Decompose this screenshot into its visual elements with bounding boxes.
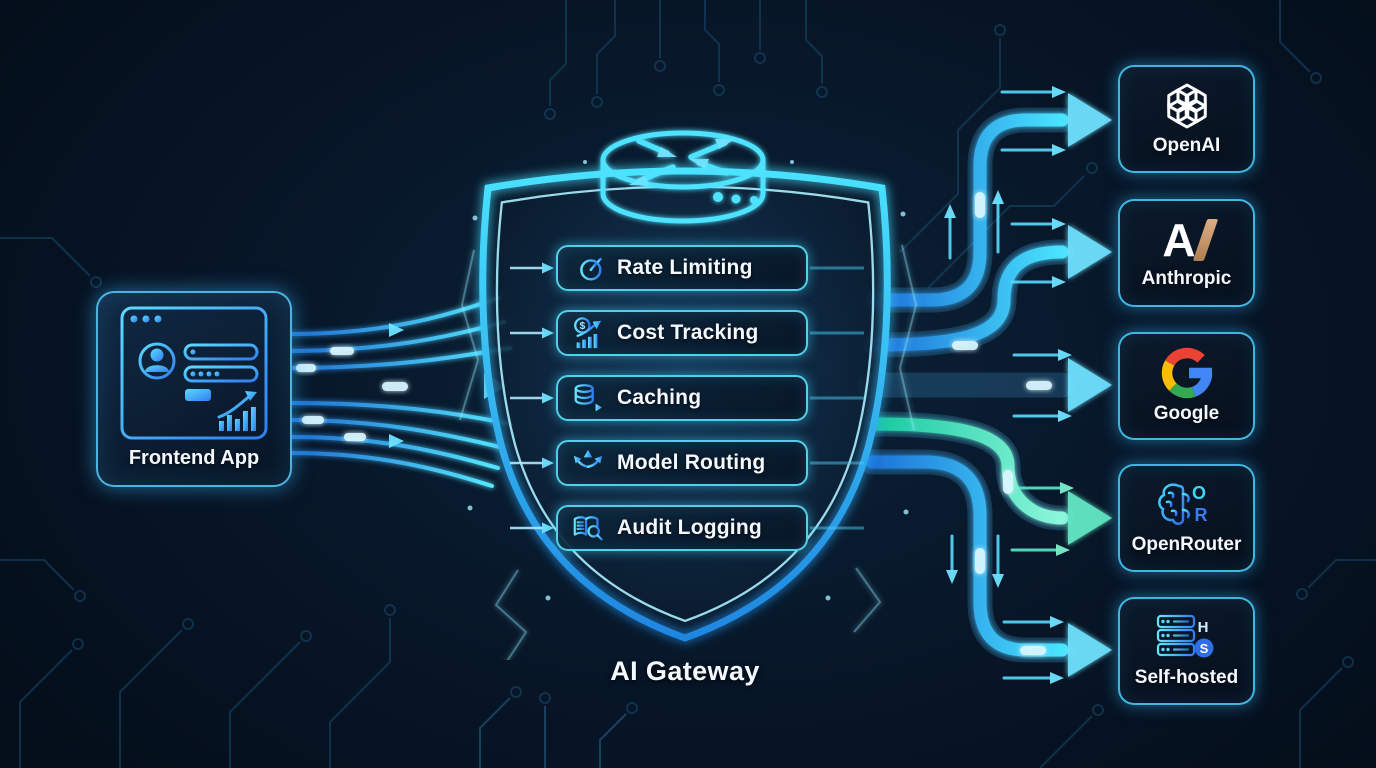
self-hosted-letter-h: H <box>1197 619 1208 636</box>
frontend-app-node: Frontend App <box>96 291 292 487</box>
feature-pill-rate-limiting: Rate Limiting <box>556 245 808 291</box>
browser-window-icon <box>120 306 268 440</box>
provider-label: Anthropic <box>1141 268 1232 289</box>
energy-wisps <box>459 244 918 660</box>
provider-node-anthropic: A Anthropic <box>1118 199 1255 307</box>
stopwatch-icon <box>571 255 602 281</box>
gateway-title: AI Gateway <box>610 656 760 686</box>
provider-node-self-hosted: H S Self-hosted <box>1118 597 1255 705</box>
feature-label: Rate Limiting <box>617 256 753 279</box>
router-icon <box>600 130 766 224</box>
self-hosted-badge <box>1194 638 1213 658</box>
feature-label: Model Routing <box>617 451 766 474</box>
feature-pill-caching: Caching <box>556 375 808 421</box>
brain-icon <box>1157 483 1190 525</box>
server-rack <box>1156 614 1195 657</box>
feature-pill-cost-tracking: $ Cost Tracking <box>556 310 808 356</box>
dollar-glyph: $ <box>579 321 585 332</box>
frontend-app-label: Frontend App <box>128 447 260 469</box>
provider-label: Self-hosted <box>1134 667 1239 688</box>
feature-label: Cost Tracking <box>617 321 759 344</box>
server-leds <box>1160 619 1170 652</box>
book-magnifier-icon <box>573 516 603 541</box>
openrouter-logo: O R <box>1157 483 1207 525</box>
google-logo <box>1161 347 1212 399</box>
dollar-chart-icon: $ <box>574 317 602 349</box>
anthropic-logo: A <box>1162 214 1218 266</box>
feature-pill-model-routing: Model Routing <box>556 440 808 486</box>
pill-side-connectors <box>510 262 864 534</box>
right-flow-pipes <box>857 86 1112 684</box>
self-hosted-letter-s: S <box>1199 641 1208 656</box>
database-arrow-icon <box>574 384 603 412</box>
openrouter-letter-o: O <box>1191 483 1205 503</box>
anthropic-slash <box>1192 219 1218 261</box>
provider-label: OpenRouter <box>1131 534 1242 555</box>
feature-label: Caching <box>617 386 702 409</box>
left-flow-arrows <box>290 296 512 488</box>
server-stack-icon: H S <box>1156 614 1213 658</box>
provider-label: OpenAI <box>1152 135 1221 156</box>
feature-pill-audit-logging: Audit Logging <box>556 505 808 551</box>
companion-arrows <box>944 86 1074 684</box>
provider-node-openrouter: O R OpenRouter <box>1118 464 1255 572</box>
openai-logo <box>1166 83 1207 129</box>
provider-node-openai: OpenAI <box>1118 65 1255 173</box>
branch-arrows-icon <box>573 449 603 477</box>
shield-sparkles <box>467 160 909 601</box>
provider-node-google: Google <box>1118 332 1255 440</box>
openrouter-letter-r: R <box>1194 505 1207 525</box>
anthropic-letter: A <box>1162 214 1196 266</box>
provider-label: Google <box>1153 403 1220 424</box>
feature-label: Audit Logging <box>617 516 762 539</box>
